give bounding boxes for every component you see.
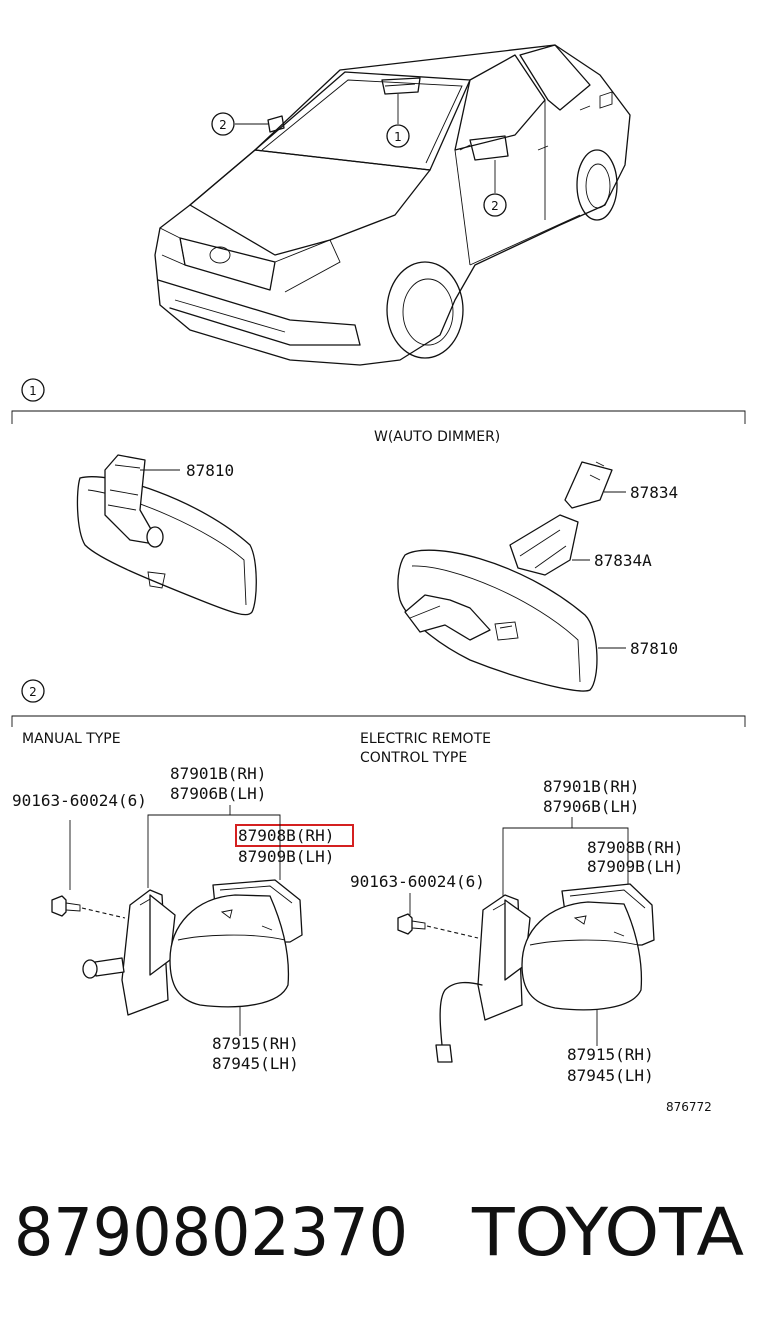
figure-number: 876772 bbox=[666, 1100, 712, 1114]
electric-type-title-2: CONTROL TYPE bbox=[360, 750, 467, 766]
manual-leaders bbox=[69, 805, 281, 1036]
electric-leaders bbox=[409, 817, 629, 1046]
part-number: 8790802370 bbox=[14, 1194, 408, 1271]
footer: 8790802370 TOYOTA bbox=[14, 1194, 744, 1271]
leader-87810-left: 87810 bbox=[140, 461, 234, 480]
manual-body-rh: 87915(RH) bbox=[212, 1034, 299, 1053]
section-1-header: 1 W(AUTO DIMMER) bbox=[11, 378, 746, 445]
brand-name: TOYOTA bbox=[471, 1194, 744, 1271]
manual-cover-lh: 87909B(LH) bbox=[238, 847, 334, 866]
manual-body-lh: 87945(LH) bbox=[212, 1054, 299, 1073]
electric-body-rh: 87915(RH) bbox=[567, 1045, 654, 1064]
label-87810-right: 87810 bbox=[630, 639, 678, 658]
electric-assy-lh: 87906B(LH) bbox=[543, 797, 639, 816]
manual-labels: 87901B(RH) 87906B(LH) 90163-60024(6) 879… bbox=[12, 764, 354, 1073]
svg-text:2: 2 bbox=[219, 118, 227, 132]
svg-text:2: 2 bbox=[491, 199, 499, 213]
electric-labels: 87901B(RH) 87906B(LH) 87908B(RH) 87909B(… bbox=[350, 777, 712, 1114]
electric-type-title-1: ELECTRIC REMOTE bbox=[360, 731, 491, 747]
electric-assy-rh: 87901B(RH) bbox=[543, 777, 639, 796]
manual-mirror-assembly bbox=[51, 879, 303, 1016]
manual-assy-lh: 87906B(LH) bbox=[170, 784, 266, 803]
callout-car-1: 1 bbox=[386, 94, 410, 148]
svg-text:1: 1 bbox=[29, 384, 37, 398]
manual-type-title: MANUAL TYPE bbox=[22, 731, 121, 747]
car-illustration bbox=[154, 44, 631, 366]
svg-text:2: 2 bbox=[29, 685, 37, 699]
leader-87810-right: 87810 bbox=[598, 639, 678, 658]
callout-car-2-left: 2 bbox=[211, 112, 268, 136]
manual-screw-label: 90163-60024(6) bbox=[12, 791, 147, 810]
callout-car-2-right: 2 bbox=[483, 160, 507, 217]
label-87810-left: 87810 bbox=[186, 461, 234, 480]
svg-text:1: 1 bbox=[394, 130, 402, 144]
electric-screw-label: 90163-60024(6) bbox=[350, 872, 485, 891]
highlight-box bbox=[235, 824, 354, 847]
leader-87834a: 87834A bbox=[572, 551, 652, 570]
inner-mirror-standard bbox=[76, 454, 257, 616]
electric-body-lh: 87945(LH) bbox=[567, 1066, 654, 1085]
inner-mirror-auto-dimmer bbox=[397, 549, 598, 692]
section-2-header: 2 MANUAL TYPE ELECTRIC REMOTE CONTROL TY… bbox=[11, 679, 746, 766]
electric-cover-rh: 87908B(RH) bbox=[587, 838, 683, 857]
electric-cover-lh: 87909B(LH) bbox=[587, 857, 683, 876]
leader-87834: 87834 bbox=[604, 483, 678, 502]
label-87834a: 87834A bbox=[594, 551, 652, 570]
bracket-87834a bbox=[509, 514, 579, 576]
manual-assy-rh: 87901B(RH) bbox=[170, 764, 266, 783]
auto-dimmer-label: W(AUTO DIMMER) bbox=[374, 429, 500, 445]
electric-mirror-assembly bbox=[397, 883, 655, 1063]
label-87834: 87834 bbox=[630, 483, 678, 502]
bracket-cover-87834 bbox=[564, 461, 613, 509]
manual-cover-rh: 87908B(RH) bbox=[238, 826, 334, 845]
